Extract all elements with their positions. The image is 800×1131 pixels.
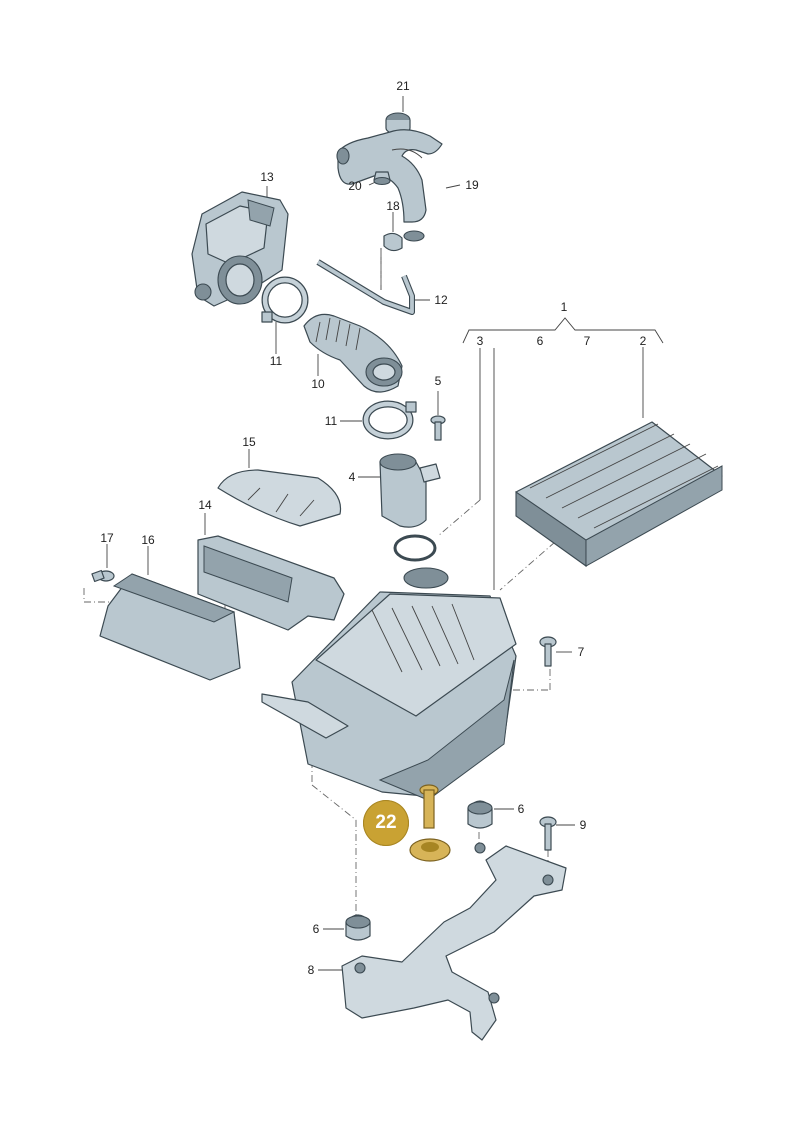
part-label-7[interactable]: 7 — [577, 645, 585, 659]
highlight-badge-22[interactable]: 22 — [363, 800, 409, 846]
bracket-8[interactable] — [341, 842, 567, 1041]
part-label-5[interactable]: 5 — [434, 374, 442, 388]
mount-6-left[interactable] — [345, 914, 371, 941]
seal-ring-3[interactable] — [393, 534, 437, 562]
part-label-13[interactable]: 13 — [260, 170, 274, 184]
part-label-11-upper[interactable]: 11 — [269, 354, 283, 368]
part-label-4[interactable]: 4 — [348, 470, 356, 484]
air-duct-14[interactable] — [197, 535, 345, 631]
clip-18[interactable] — [383, 232, 403, 252]
part-label-6-group[interactable]: 6 — [536, 334, 544, 348]
air-filter-housing[interactable] — [261, 567, 517, 801]
cover-15[interactable] — [217, 469, 342, 527]
part-label-10[interactable]: 10 — [311, 377, 325, 391]
intake-snout-16[interactable] — [99, 573, 241, 681]
part-label-2[interactable]: 2 — [639, 334, 647, 348]
part-label-9[interactable]: 9 — [579, 818, 587, 832]
part-label-12[interactable]: 12 — [434, 293, 448, 307]
part-label-18[interactable]: 18 — [386, 199, 400, 213]
screw-9[interactable] — [539, 816, 557, 851]
screw-17[interactable] — [91, 569, 115, 583]
part-label-21[interactable]: 21 — [396, 79, 410, 93]
part-label-15[interactable]: 15 — [242, 435, 256, 449]
part-label-3[interactable]: 3 — [476, 334, 484, 348]
hose-19[interactable] — [336, 129, 443, 242]
filter-element-2[interactable] — [515, 421, 723, 568]
part-label-1[interactable]: 1 — [560, 300, 568, 314]
part-label-6-left[interactable]: 6 — [312, 922, 320, 936]
air-mass-meter-4[interactable] — [379, 453, 441, 528]
clamp-11-lower[interactable] — [362, 400, 417, 440]
leader-lines — [106, 96, 664, 971]
throttle-body-13[interactable] — [191, 191, 289, 307]
part-label-16[interactable]: 16 — [141, 533, 155, 547]
nut-20[interactable] — [373, 171, 391, 186]
part-label-7-group[interactable]: 7 — [583, 334, 591, 348]
part-label-14[interactable]: 14 — [198, 498, 212, 512]
intake-hose-10[interactable] — [303, 313, 403, 393]
part-label-17[interactable]: 17 — [100, 531, 114, 545]
part-label-8[interactable]: 8 — [307, 963, 315, 977]
part-label-19[interactable]: 19 — [465, 178, 479, 192]
seal-12[interactable] — [316, 259, 415, 315]
bolt-7[interactable] — [539, 636, 557, 667]
grommet-22[interactable] — [409, 784, 451, 862]
part-label-20[interactable]: 20 — [348, 179, 362, 193]
clamp-11-upper[interactable] — [261, 276, 309, 324]
mount-6-right[interactable] — [467, 800, 493, 829]
part-label-6-right[interactable]: 6 — [517, 802, 525, 816]
screw-5[interactable] — [430, 415, 446, 441]
part-label-11-lower[interactable]: 11 — [324, 414, 338, 428]
